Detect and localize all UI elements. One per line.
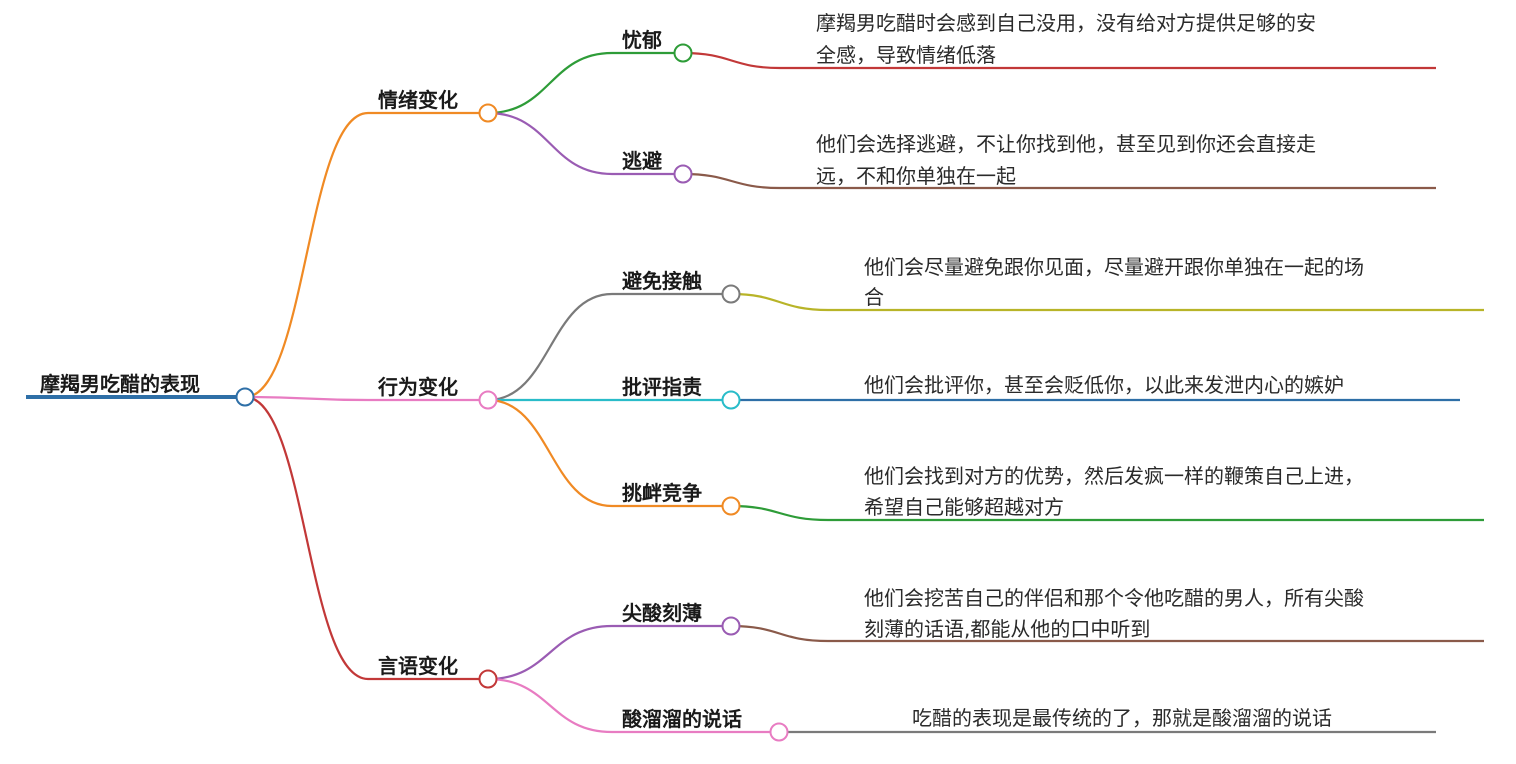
leaf-topic-label: 批评指责 [622,375,702,399]
leaf-node-circle[interactable] [721,390,741,410]
leaf-node-circle[interactable] [673,43,693,63]
description-text-line: 希望自己能够超越对方 [864,495,1064,519]
leaf-connector [487,51,613,115]
leaf-node-circle[interactable] [721,284,741,304]
description-text-line: 刻薄的话语,都能从他的口中听到 [864,617,1150,641]
leaf-topic-label: 逃避 [622,149,662,173]
leaf-node-circle[interactable] [721,496,741,516]
description-text-line: 他们会挖苦自己的伴侣和那个令他吃醋的男人，所有尖酸 [864,586,1364,610]
description-text-line: 他们会尽量避免跟你见面，尽量避开跟你单独在一起的场 [864,255,1364,279]
leaf-topic-label: 挑衅竞争 [622,481,702,505]
leaf-connector [487,624,613,681]
description-text-line: 全感，导致情绪低落 [816,43,996,67]
text-layer: 摩羯男吃醋的表现 情绪变化 忧郁 摩羯男吃醋时会感到自己没用，没有给对方提供足够的安全… [40,11,1364,731]
branch-node-circle[interactable] [478,669,498,689]
leaf-connector [487,111,613,176]
leaf-topic-label: 尖酸刻薄 [622,601,702,625]
branch-node-circle[interactable] [478,103,498,123]
root-node-circle[interactable] [235,387,255,407]
branch-node-circle[interactable] [478,390,498,410]
description-text-line: 他们会找到对方的优势，然后发疯一样的鞭策自己上进， [864,464,1364,488]
description-text-line: 他们会批评你，甚至会贬低你，以此来发泄内心的嫉妒 [864,373,1344,397]
branch-topic-label: 行为变化 [377,375,458,399]
leaf-connector [487,677,613,734]
branch-topic-label: 言语变化 [378,654,458,678]
description-text-line: 他们会选择逃避，不让你找到他，甚至见到你还会直接走 [816,132,1316,156]
description-connector [682,172,781,190]
description-connector [682,51,781,70]
description-connector [730,504,829,522]
description-connector [730,624,829,643]
description-text-line: 吃醋的表现是最传统的了，那就是酸溜溜的说话 [912,706,1332,730]
links-layer [26,51,1484,734]
root-topic-label: 摩羯男吃醋的表现 [40,372,200,396]
leaf-node-circle[interactable] [721,616,741,636]
description-text-line: 合 [864,285,884,309]
branch-connector [244,111,369,399]
description-text-line: 远，不和你单独在一起 [816,164,1016,188]
leaf-topic-label: 避免接触 [622,269,702,293]
branch-topic-label: 情绪变化 [378,88,458,112]
description-connector [730,292,829,312]
branch-connector [244,395,369,402]
leaf-node-circle[interactable] [673,164,693,184]
leaf-connector [487,292,613,402]
description-text-line: 摩羯男吃醋时会感到自己没用，没有给对方提供足够的安 [816,11,1316,35]
leaf-topic-label: 酸溜溜的说话 [622,707,742,731]
leaf-connector [487,398,613,508]
leaf-node-circle[interactable] [769,722,789,742]
leaf-topic-label: 忧郁 [622,28,662,52]
branch-connector [244,395,369,681]
nodes-layer [235,43,789,742]
